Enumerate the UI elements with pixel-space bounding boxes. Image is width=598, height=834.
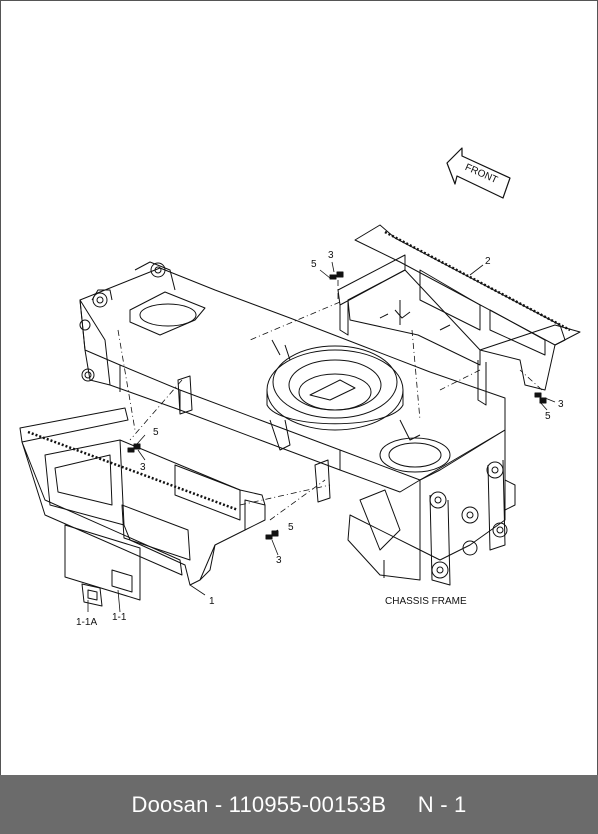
footer-bar: Doosan - 110955-00153B N - 1 bbox=[0, 775, 598, 834]
part-1-side-box bbox=[19, 407, 266, 586]
callout-5-bottom: 5 bbox=[288, 522, 294, 533]
front-label: FRONT bbox=[463, 162, 499, 186]
chassis-frame bbox=[79, 261, 516, 586]
chassis-frame-diagram: FRONT bbox=[19, 147, 581, 628]
callout-1-1: 1-1 bbox=[112, 612, 127, 623]
callout-5-right: 5 bbox=[545, 411, 551, 422]
part-1-1-cover-plate bbox=[64, 524, 141, 601]
callout-3-bottom: 3 bbox=[276, 555, 282, 566]
callout-3-left: 3 bbox=[140, 462, 146, 473]
part-2-side-box bbox=[337, 224, 581, 406]
callout-1: 1 bbox=[209, 596, 215, 607]
leader-lines bbox=[87, 261, 556, 613]
callout-5-top: 5 bbox=[311, 259, 317, 270]
callout-5-left: 5 bbox=[153, 427, 159, 438]
callout-labels: 1 1-1 1-1A 2 3 5 3 5 3 5 3 5 CHASSIS FRA… bbox=[76, 250, 564, 628]
callout-3-right: 3 bbox=[558, 399, 564, 410]
footer-text: Doosan - 110955-00153B N - 1 bbox=[131, 791, 467, 817]
front-arrow: FRONT bbox=[446, 147, 511, 199]
callout-3-top: 3 bbox=[328, 250, 334, 261]
drawing-frame bbox=[0, 0, 598, 777]
alignment-lines bbox=[117, 280, 543, 521]
callout-2: 2 bbox=[485, 256, 491, 267]
diagram-caption: CHASSIS FRAME bbox=[385, 596, 467, 607]
slewing-ring bbox=[266, 339, 421, 451]
part-1-1a-latch bbox=[81, 583, 103, 607]
bolts-and-washers bbox=[127, 271, 547, 540]
callout-1-1a: 1-1A bbox=[76, 617, 97, 628]
